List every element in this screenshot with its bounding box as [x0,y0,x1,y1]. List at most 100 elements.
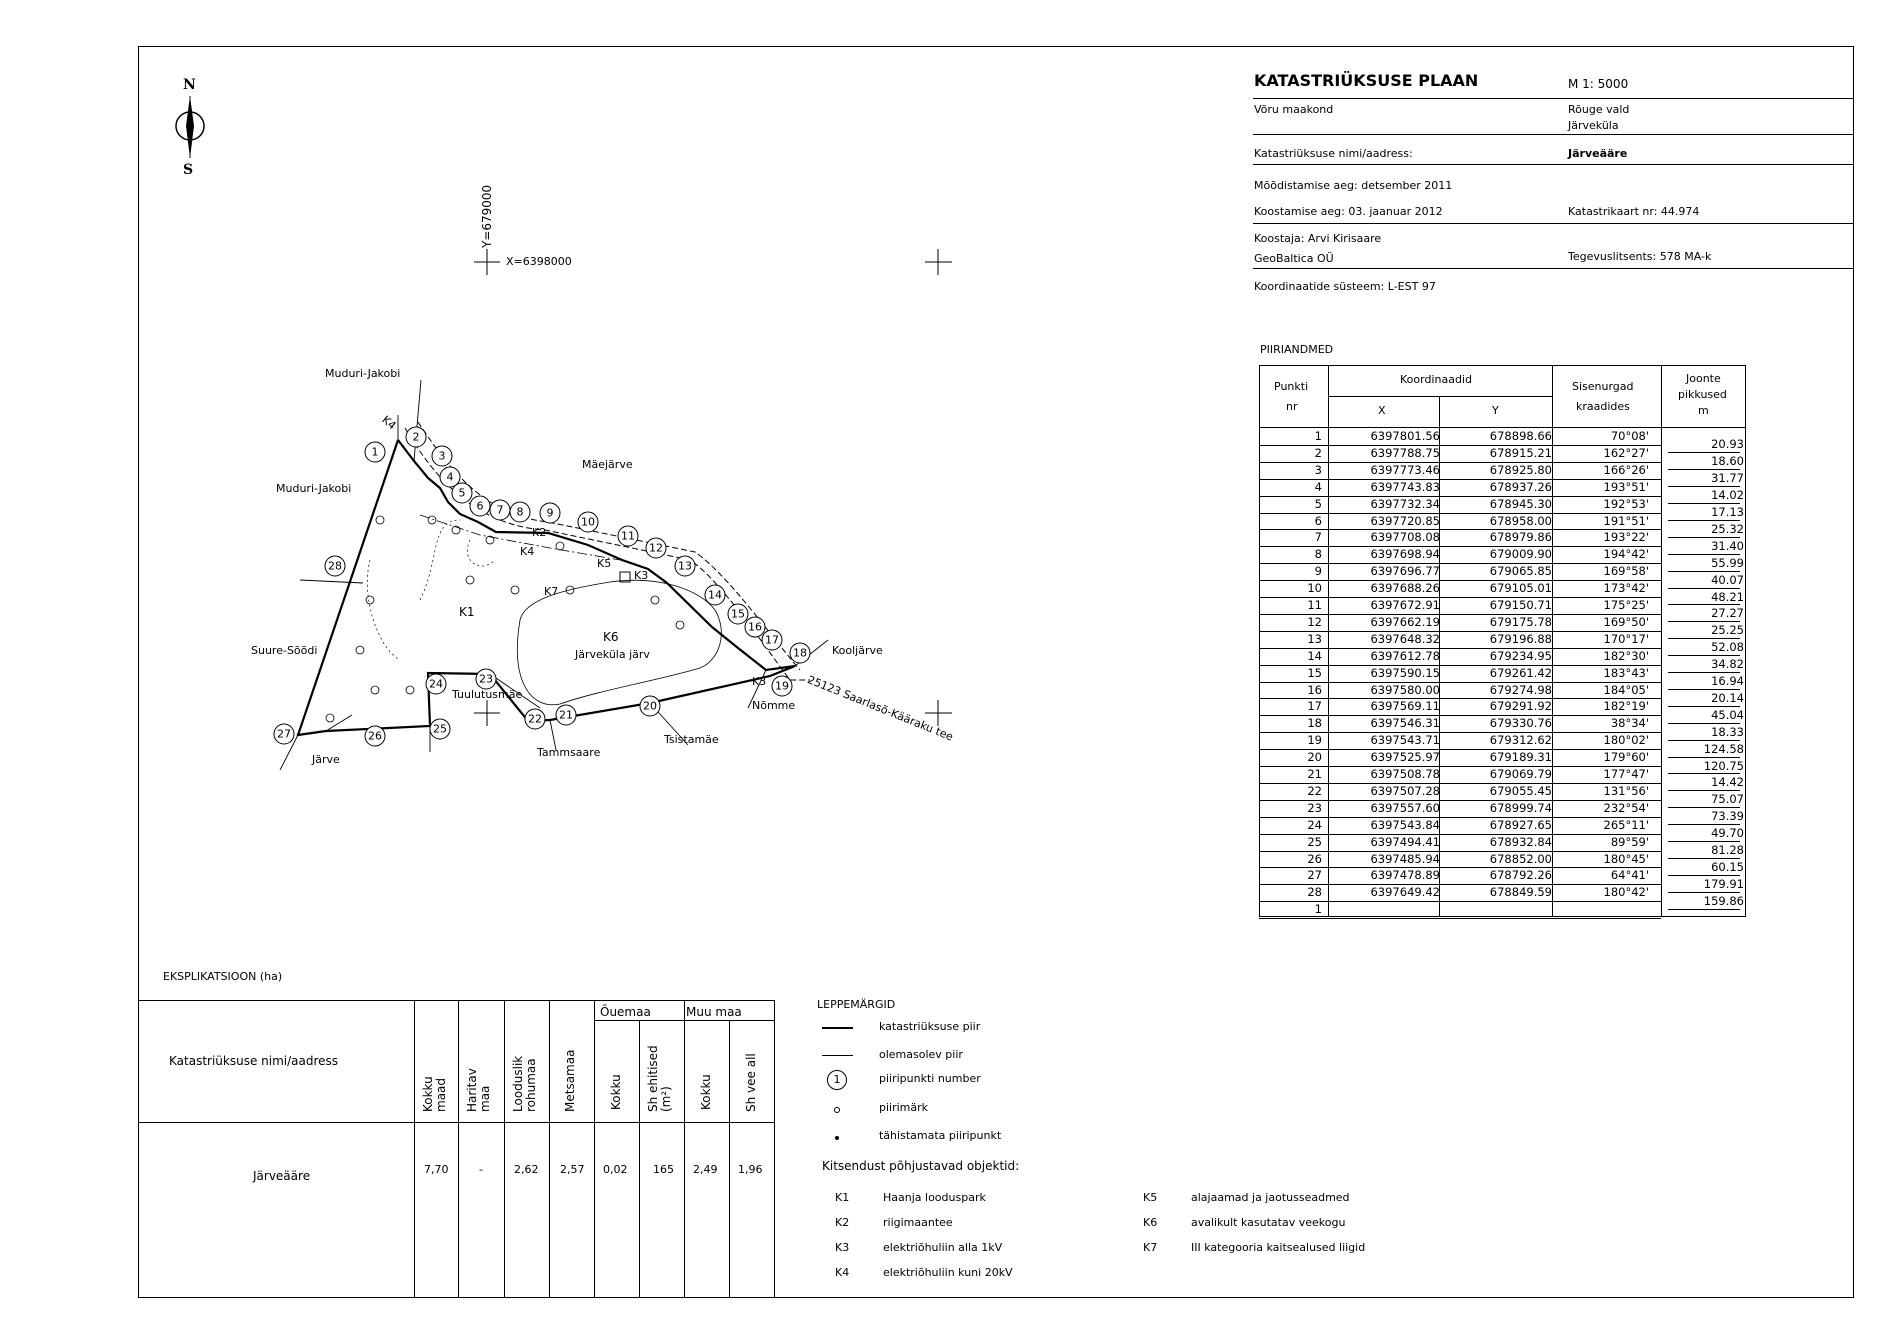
label-muduri-top: Muduri-Jakobi [325,367,401,380]
row-ehitised: 165 [653,1163,674,1176]
cell-y: 679055.45 [1489,783,1552,798]
row-vee-all: 1,96 [738,1163,763,1176]
cell-length: 20.93 [1711,437,1744,452]
cell-nr: 9 [1314,564,1322,579]
cell-length: 55.99 [1711,555,1744,570]
row-divider [1259,918,1661,920]
cell-angle: 38°34' [1610,716,1649,731]
parcel-boundary [296,439,796,737]
cell-length: 27.27 [1711,606,1744,621]
object-text-k1: Haanja looduspark [883,1191,986,1204]
row-looduslik: 2,62 [514,1163,539,1176]
cell-nr: 1 [1314,429,1322,443]
length-underline [1668,874,1740,876]
object-code-k5: K5 [1143,1191,1158,1204]
length-underline [1668,655,1740,657]
length-underline [1668,722,1740,724]
cell-length: 52.08 [1711,640,1744,655]
cell-length: 120.75 [1703,758,1744,773]
cadastral-map-nr: Katastrikaart nr: 44.974 [1568,205,1700,218]
svg-text:3: 3 [439,450,446,463]
row-divider [1259,546,1661,548]
svg-text:8: 8 [517,506,524,519]
cell-length: 18.60 [1711,454,1744,469]
label-k7: K7 [544,585,559,598]
svg-text:7: 7 [497,504,504,517]
cell-nr: 21 [1307,767,1322,781]
length-underline [1668,452,1740,454]
row-divider [1259,884,1661,886]
cell-angle: 180°45' [1603,851,1650,866]
cell-y: 679274.98 [1489,682,1552,697]
object-code-k2: K2 [835,1216,850,1229]
row-divider [1259,529,1661,531]
north-label: N [183,77,196,93]
cell-angle: 193°22' [1603,530,1650,545]
lake-outline [517,579,722,706]
svg-text:9: 9 [547,507,554,520]
cell-nr: 26 [1307,851,1322,866]
cell-length: 124.58 [1703,741,1744,756]
label-lake-name: Järveküla järv [575,648,650,661]
cell-nr: 5 [1314,496,1322,511]
cell-length: 75.07 [1711,792,1744,807]
county: Võru maakond [1254,103,1334,116]
svg-text:26: 26 [368,730,382,743]
north-arrow-icon [175,96,205,158]
cell-length: 159.86 [1703,893,1744,908]
cell-y: 678915.21 [1489,445,1552,460]
village: Järveküla [1568,119,1619,132]
cell-x: 6397543.84 [1370,817,1440,832]
cell-x: 6397525.97 [1370,750,1440,765]
header-nr: nr [1286,400,1298,413]
cell-length: 18.33 [1711,724,1744,739]
svg-text:12: 12 [649,542,663,555]
cell-y: 679291.92 [1489,699,1552,714]
row-divider [1259,867,1661,869]
length-underline [1668,688,1740,690]
svg-text:20: 20 [643,700,657,713]
row-divider [1259,647,1661,649]
cell-length: 40.07 [1711,572,1744,587]
svg-text:11: 11 [621,530,635,543]
cell-x: 6397485.94 [1370,851,1440,866]
cell-length: 60.15 [1711,859,1744,874]
author: Koostaja: Arvi Kirisaare [1254,232,1382,245]
cell-angle: 64°41' [1610,868,1649,883]
cell-angle: 70°08' [1610,429,1649,443]
cell-nr: 28 [1307,885,1322,900]
label-k5: K5 [597,557,612,570]
row-ou-kokku: 0,02 [603,1163,628,1176]
svg-text:23: 23 [479,673,493,686]
cell-nr: 15 [1307,665,1322,680]
label-k1: K1 [459,605,475,619]
cell-nr: 17 [1307,699,1322,714]
row-divider [1259,444,1661,446]
drawing-frame [138,46,1854,1298]
legend-item-0: katastriüksuse piir [879,1020,981,1033]
col-ou-kokku-header: Kokku [609,1074,623,1110]
row-divider [1259,833,1661,835]
svg-text:16: 16 [748,621,762,634]
plan-title: KATASTRIÜKSUSE PLAAN [1254,71,1479,90]
cell-nr: 27 [1307,868,1322,883]
label-k2: K2 [532,526,547,539]
header-m: m [1698,404,1709,417]
row-divider [1259,681,1661,683]
svg-text:2: 2 [413,431,420,444]
header-y: Y [1492,404,1499,417]
cell-x: 6397478.89 [1370,868,1440,883]
